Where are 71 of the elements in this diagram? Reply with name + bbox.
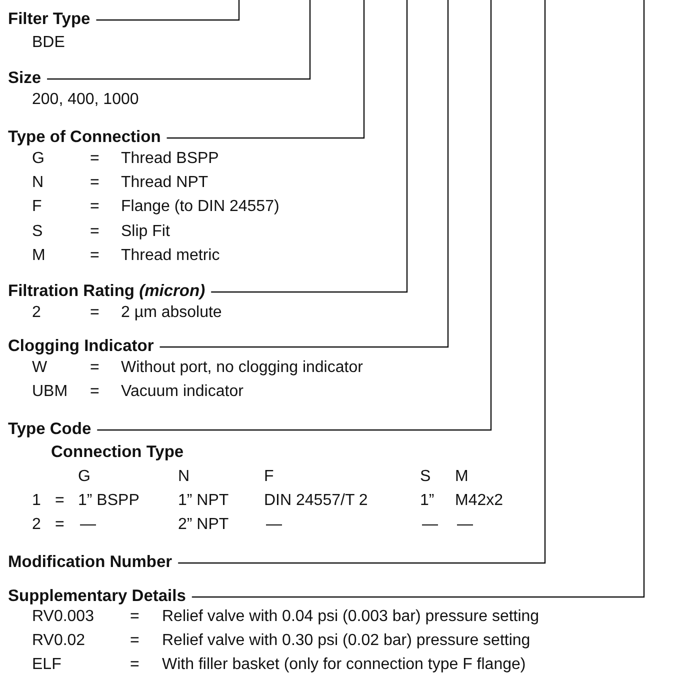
label-text: Thread NPT bbox=[121, 173, 208, 193]
label-text: = bbox=[90, 358, 100, 378]
label-text: M42x2 bbox=[455, 491, 504, 511]
leader-line bbox=[47, 0, 311, 80]
label-text: = bbox=[130, 607, 140, 627]
label-text: N bbox=[32, 173, 44, 193]
label-text: = bbox=[90, 382, 100, 402]
label-text: = bbox=[90, 173, 100, 193]
label-text: Slip Fit bbox=[121, 222, 170, 242]
label-text: 2” NPT bbox=[178, 515, 229, 535]
label-text: M bbox=[455, 467, 468, 487]
leader-line bbox=[96, 0, 240, 21]
label-text: = bbox=[55, 491, 64, 511]
label-text: UBM bbox=[32, 382, 68, 402]
label-text: DIN 24557/T 2 bbox=[264, 491, 368, 511]
label-text: = bbox=[90, 222, 100, 242]
label-text: G bbox=[78, 467, 90, 487]
label-text: G bbox=[32, 149, 44, 169]
label-text: = bbox=[90, 149, 100, 169]
label-text: 2 bbox=[32, 303, 41, 323]
leader-line bbox=[211, 0, 408, 293]
label-text: BDE bbox=[32, 33, 65, 53]
label-text: = bbox=[90, 246, 100, 266]
label-text: — bbox=[80, 515, 96, 535]
label-text: Relief valve with 0.04 psi (0.003 bar) pressure setting bbox=[162, 607, 540, 627]
section-heading: Filtration Rating (micron) bbox=[8, 281, 206, 301]
label-text: With filler basket (only for connection type F flange) bbox=[162, 655, 526, 673]
label-text: Flange (to DIN 24557) bbox=[121, 197, 280, 217]
label-text: RV0.02 bbox=[32, 631, 86, 651]
label-text: ELF bbox=[32, 655, 62, 673]
label-text: = bbox=[90, 197, 100, 217]
label-text: — bbox=[422, 515, 438, 535]
label-text: Thread BSPP bbox=[121, 149, 219, 169]
label-text: S bbox=[420, 467, 431, 487]
leader-line bbox=[192, 0, 645, 598]
leader-line bbox=[97, 0, 492, 431]
label-text: 1” NPT bbox=[178, 491, 229, 511]
leader-line bbox=[160, 0, 449, 348]
label-text: RV0.003 bbox=[32, 607, 94, 627]
section-heading: Type of Connection bbox=[8, 127, 161, 147]
label-text: 200, 400, 1000 bbox=[32, 90, 139, 110]
section-heading: Filter Type bbox=[8, 9, 90, 29]
label-text: 1” BSPP bbox=[78, 491, 140, 511]
label-text: Without port, no clogging indicator bbox=[121, 358, 363, 378]
leader-line bbox=[166, 0, 365, 139]
table-heading: Connection Type bbox=[51, 442, 184, 462]
label-text: = bbox=[130, 631, 140, 651]
label-text: 1 bbox=[32, 491, 41, 511]
label-text: F bbox=[264, 467, 274, 487]
label-text: 1” bbox=[420, 491, 434, 511]
label-text: 2 bbox=[32, 515, 41, 535]
label-text: = bbox=[90, 303, 100, 323]
section-heading: Supplementary Details bbox=[8, 586, 186, 606]
label-text: — bbox=[457, 515, 473, 535]
label-text: W bbox=[32, 358, 48, 378]
label-text: = bbox=[130, 655, 140, 673]
label-text: — bbox=[266, 515, 282, 535]
label-text: 2 µm absolute bbox=[121, 303, 222, 323]
label-text: = bbox=[55, 515, 64, 535]
section-heading: Type Code bbox=[8, 419, 92, 439]
label-text: N bbox=[178, 467, 190, 487]
section-heading: Size bbox=[8, 68, 42, 88]
label-text: Thread metric bbox=[121, 246, 220, 266]
section-heading: Modification Number bbox=[8, 552, 172, 572]
label-text: S bbox=[32, 222, 43, 242]
section-heading: Clogging Indicator bbox=[8, 336, 154, 356]
label-text: F bbox=[32, 197, 42, 217]
label-text: Relief valve with 0.30 psi (0.02 bar) pressure setting bbox=[162, 631, 530, 651]
label-text: Vacuum indicator bbox=[121, 382, 244, 402]
leader-line bbox=[178, 0, 546, 564]
label-text: M bbox=[32, 246, 46, 266]
